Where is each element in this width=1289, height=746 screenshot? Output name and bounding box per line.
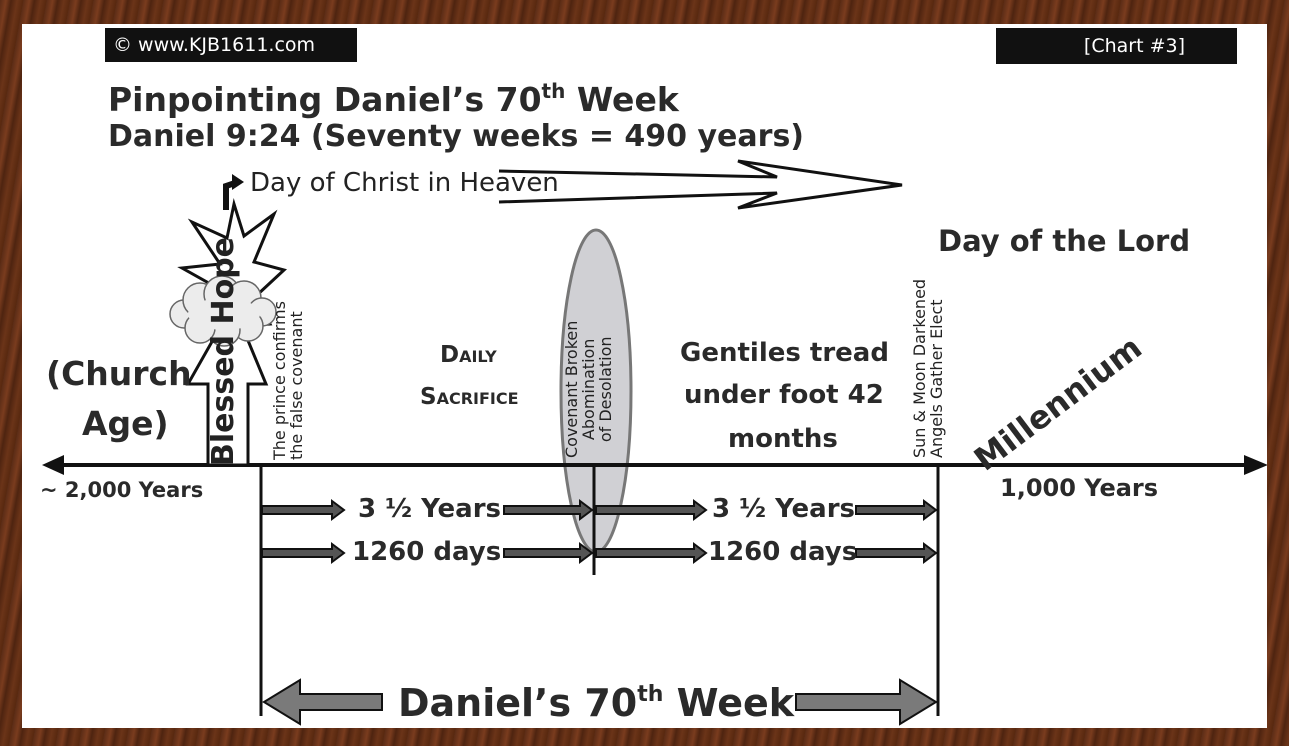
week-left-big-arrow (264, 680, 382, 724)
sun-moon-label: Sun & Moon Darkened Angels Gather Elect (912, 279, 946, 458)
days-label-2: 1260 days (708, 539, 857, 565)
gentiles-label-1: Gentiles tread (680, 340, 889, 366)
rapture-hook-arrowhead (232, 174, 244, 190)
daily-sacrifice-label-1: Daily (440, 344, 497, 367)
day-of-christ-label: Day of Christ in Heaven (250, 170, 559, 196)
day-of-lord-label: Day of the Lord (938, 227, 1190, 256)
church-age-label-1: (Church (46, 357, 192, 390)
week-right-big-arrow (796, 680, 936, 724)
timeline-left-arrowhead (42, 455, 64, 475)
millennium-years-label: 1,000 Years (1000, 476, 1158, 500)
gentiles-label-3: months (728, 426, 838, 452)
daily-sacrifice-label-2: Sacrifice (420, 386, 519, 409)
prince-confirms-label: The prince confirms the false covenant (272, 301, 306, 460)
timeline-right-arrowhead (1244, 455, 1267, 475)
chart-board: © www.KJB1611.com [Chart #3] Pinpointing… (22, 24, 1267, 728)
day-of-christ-arrow (499, 161, 902, 208)
days-label-1: 1260 days (352, 539, 501, 565)
gentiles-label-2: under foot 42 (684, 382, 884, 408)
church-age-label-2: Age) (82, 407, 169, 440)
church-years-label: ~ 2,000 Years (40, 480, 203, 501)
week-title-label: Daniel’s 70th Week (398, 684, 794, 722)
blessed-hope-label: Blessed Hope (208, 237, 240, 466)
half-years-label-2: 3 ½ Years (712, 496, 855, 522)
half-years-label-1: 3 ½ Years (358, 496, 501, 522)
covenant-broken-label: Covenant Broken Abomination of Desolatio… (564, 321, 614, 458)
